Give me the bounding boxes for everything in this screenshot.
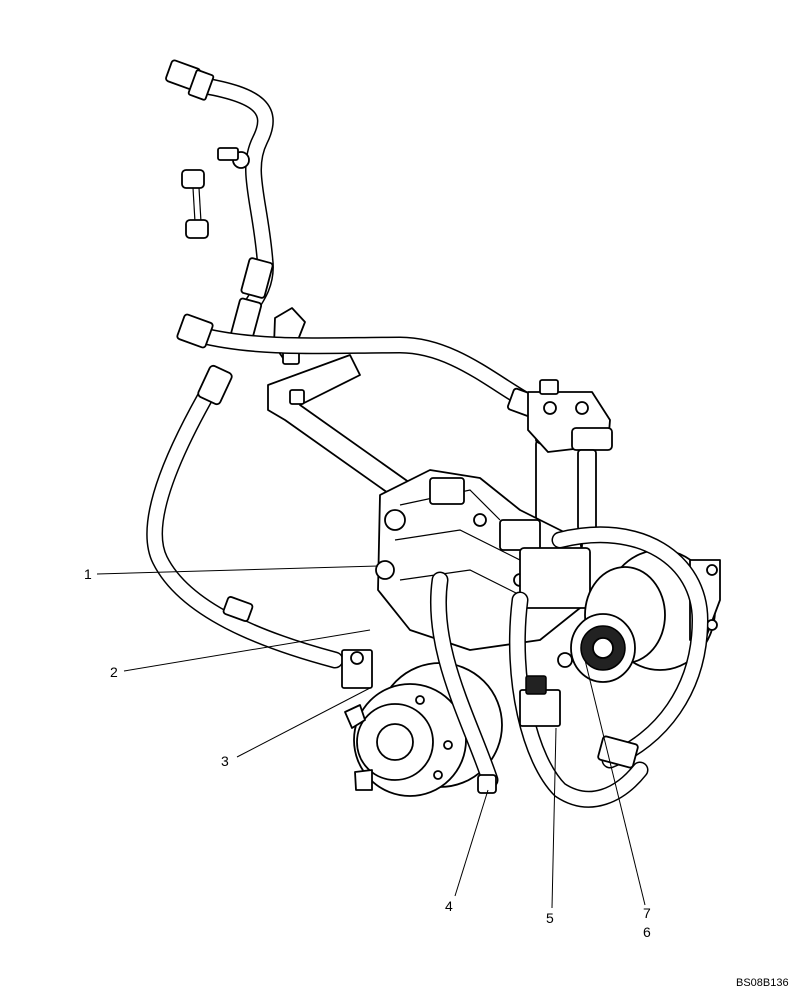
leader-lines [96,565,646,909]
lower-hose-bundle [430,526,709,808]
left-loop-hose [146,364,344,669]
callout-3: 3 [221,753,229,769]
elbow-fitting [273,307,306,365]
solenoid-valve-block [519,652,573,727]
upper-hose-assembly [165,59,274,343]
pump-mount-arm [267,354,421,506]
upper-crossing-hose [176,313,541,419]
leader-7 [584,659,646,906]
link-rod [181,169,209,239]
callout-2: 2 [110,664,118,680]
callout-7: 7 [643,905,651,921]
callout-6: 6 [643,924,651,940]
callout-labels: 1 2 3 4 5 7 6 [84,566,651,940]
leader-4 [454,789,489,897]
filter-assembly [527,379,613,551]
leader-3 [236,687,371,758]
callout-1: 1 [84,566,92,582]
callout-5: 5 [546,910,554,926]
leader-5 [551,727,557,909]
leader-1 [96,565,379,575]
leader-2 [123,629,371,672]
check-valve-block [341,649,373,689]
drawing-reference-code: BS08B136 [736,977,789,989]
left-drive-motor [344,662,503,797]
callout-4: 4 [445,898,453,914]
